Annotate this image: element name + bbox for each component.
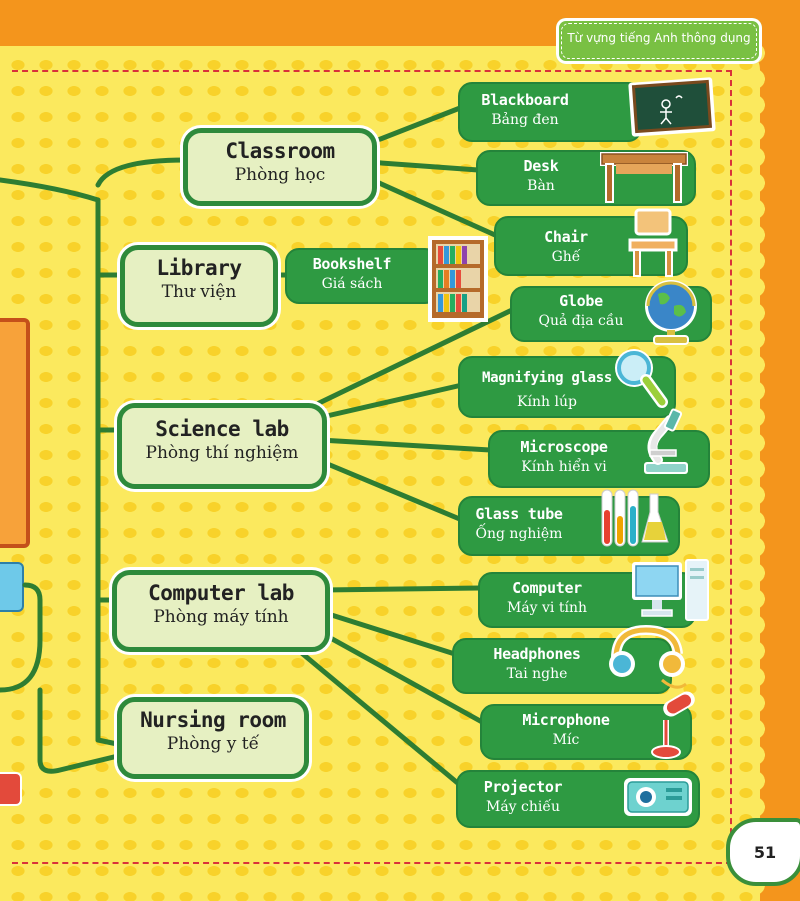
item-label-en: Glass tube (475, 505, 563, 523)
left-decor-red-fragment (0, 772, 22, 806)
item-label-vi: Bảng đen (491, 112, 559, 128)
item-label-en: Globe (559, 292, 603, 310)
room-label-vi: Phòng y tế (166, 734, 260, 754)
room-label-vi: Phòng thí nghiệm (145, 443, 299, 463)
room-science-lab: Science lab Phòng thí nghiệm (117, 403, 327, 489)
room-classroom: Classroom Phòng học (183, 128, 377, 206)
item-label-vi: Tai nghe (506, 666, 568, 682)
room-label-en: Science lab (155, 417, 289, 441)
item-headphones: Headphones Tai nghe (452, 638, 672, 694)
left-decor-computer-fragment (0, 562, 24, 612)
dashed-border (12, 70, 732, 864)
item-label-vi: Ống nghiệm (475, 526, 563, 542)
item-label-en: Desk (523, 157, 559, 175)
room-nursing-room: Nursing room Phòng y tế (117, 697, 309, 779)
item-bookshelf: Bookshelf Giá sách (285, 248, 439, 304)
room-label-en: Computer lab (148, 581, 294, 605)
item-label-en: Projector (483, 778, 563, 796)
headphones-icon (609, 624, 687, 689)
page-number: 51 (726, 818, 800, 886)
room-label-vi: Phòng học (234, 165, 326, 185)
item-label-vi: Máy chiếu (485, 799, 560, 815)
globe-icon (645, 280, 697, 345)
item-label-en: Chair (544, 228, 588, 246)
item-label-vi: Giá sách (321, 276, 383, 292)
header-tab: Từ vựng tiếng Anh thông dụng (556, 18, 762, 64)
item-label-vi: Míc (552, 732, 580, 748)
room-computer-lab: Computer lab Phòng máy tính (112, 570, 330, 652)
item-label-vi: Kính hiển vi (521, 459, 607, 475)
item-label-vi: Kính lúp (517, 394, 577, 410)
bookshelf-icon (428, 236, 488, 322)
item-label-en: Headphones (493, 645, 581, 663)
blackboard-icon (628, 77, 716, 137)
item-label-vi: Quả địa cầu (538, 313, 624, 329)
projector-icon (624, 778, 692, 816)
room-library: Library Thư viện (120, 245, 278, 327)
room-label-vi: Phòng máy tính (153, 607, 289, 627)
room-label-vi: Thư viện (161, 282, 237, 302)
item-blackboard: Blackboard Bảng đen (458, 82, 642, 142)
tab-stitch (561, 23, 757, 59)
desk-icon (600, 152, 688, 203)
microscope-icon (644, 408, 688, 474)
item-label-vi: Bàn (527, 178, 555, 194)
item-label-en: Blackboard (481, 91, 569, 109)
room-label-en: Library (156, 256, 242, 280)
microphone-icon (651, 691, 695, 759)
item-glass-tube: Glass tube Ống nghiệm (458, 496, 680, 556)
item-label-en: Microphone (522, 711, 610, 729)
scalloped-edge (755, 40, 775, 901)
room-label-en: Classroom (225, 139, 335, 163)
room-label-en: Nursing room (140, 708, 286, 732)
item-microscope: Microscope Kính hiển vi (488, 430, 710, 488)
left-decor-orange-panel (0, 318, 30, 548)
header-tab-text: Từ vựng tiếng Anh thông dụng (567, 31, 751, 45)
item-label-vi: Ghế (551, 249, 581, 265)
magnifying-glass-icon (615, 349, 668, 408)
computer-icon (632, 559, 709, 621)
item-label-en: Computer (512, 579, 582, 597)
test-tube-icon (601, 489, 669, 547)
item-label-en: Microscope (520, 438, 608, 456)
item-label-en: Magnifying glass (481, 370, 613, 386)
chair-icon (628, 208, 678, 277)
item-projector: Projector Máy chiếu (456, 770, 700, 828)
item-label-en: Bookshelf (312, 255, 392, 273)
item-label-vi: Máy vi tính (506, 600, 587, 616)
